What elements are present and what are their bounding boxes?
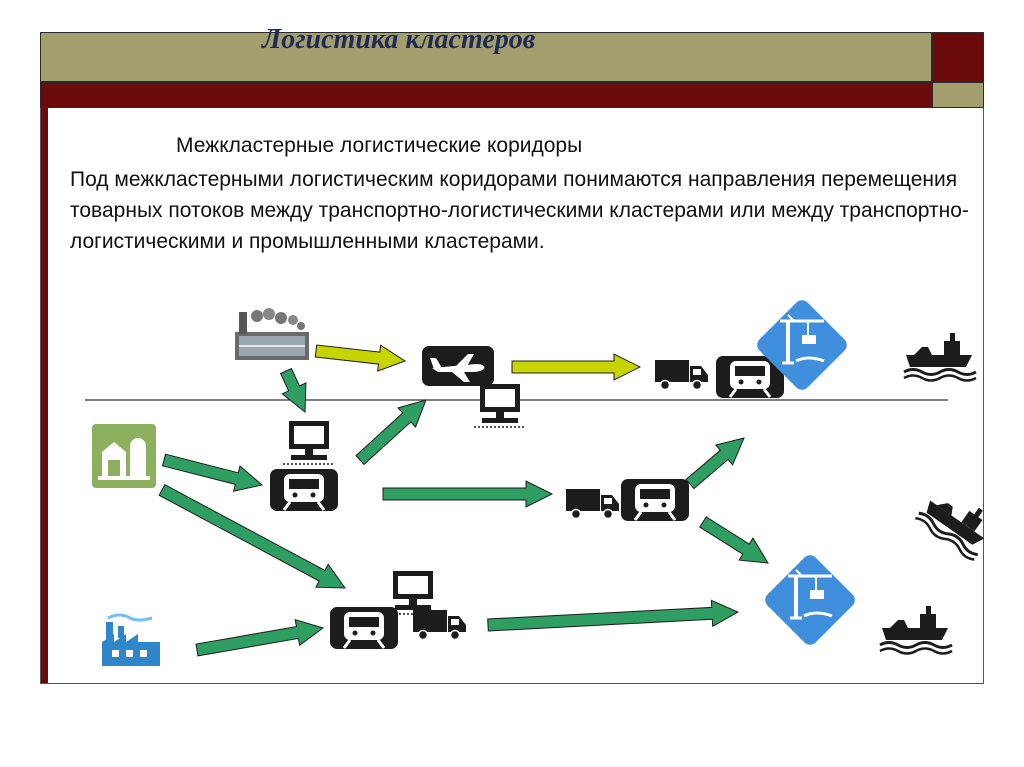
industrial-plant-icon — [235, 308, 309, 360]
flow-arrow — [314, 344, 407, 372]
flow-arrows — [158, 344, 769, 657]
truck-icon — [654, 359, 709, 391]
flow-arrow — [158, 484, 346, 589]
ship-icon — [902, 331, 978, 382]
truck-icon — [412, 609, 467, 641]
truck-icon — [565, 488, 620, 520]
flow-arrow — [487, 599, 740, 632]
slide-subtitle: Межкластерные логистические коридоры — [176, 134, 583, 157]
flow-arrow — [195, 618, 325, 657]
farm-icon — [92, 424, 156, 488]
train-icon — [619, 477, 691, 523]
factory-icon — [102, 613, 160, 666]
accent-bar — [40, 82, 932, 108]
flow-arrow — [699, 516, 769, 564]
flow-arrow — [279, 367, 307, 414]
title-bar — [40, 32, 932, 82]
flow-arrow — [685, 437, 745, 490]
computer-icon — [473, 383, 527, 428]
accent-corner-block — [932, 82, 984, 108]
definition-paragraph: Под межкластерными логистическим коридор… — [70, 168, 969, 253]
flow-arrow — [161, 453, 264, 492]
content-frame — [40, 108, 984, 684]
train-icon — [268, 467, 340, 513]
port-crane-icon — [759, 549, 861, 651]
computer-icon — [386, 570, 440, 615]
left-accent-strip — [41, 108, 48, 683]
slide-title: Логистика кластеров — [262, 24, 536, 55]
ship-icon — [878, 604, 954, 655]
title-corner-block — [932, 32, 984, 82]
train-icon — [328, 605, 400, 651]
ship-icon — [912, 479, 1002, 564]
flow-arrow — [382, 480, 554, 508]
airplane-icon — [422, 346, 494, 386]
flow-arrow — [355, 399, 427, 466]
flow-arrow — [511, 353, 642, 381]
computer-icon — [282, 420, 336, 465]
